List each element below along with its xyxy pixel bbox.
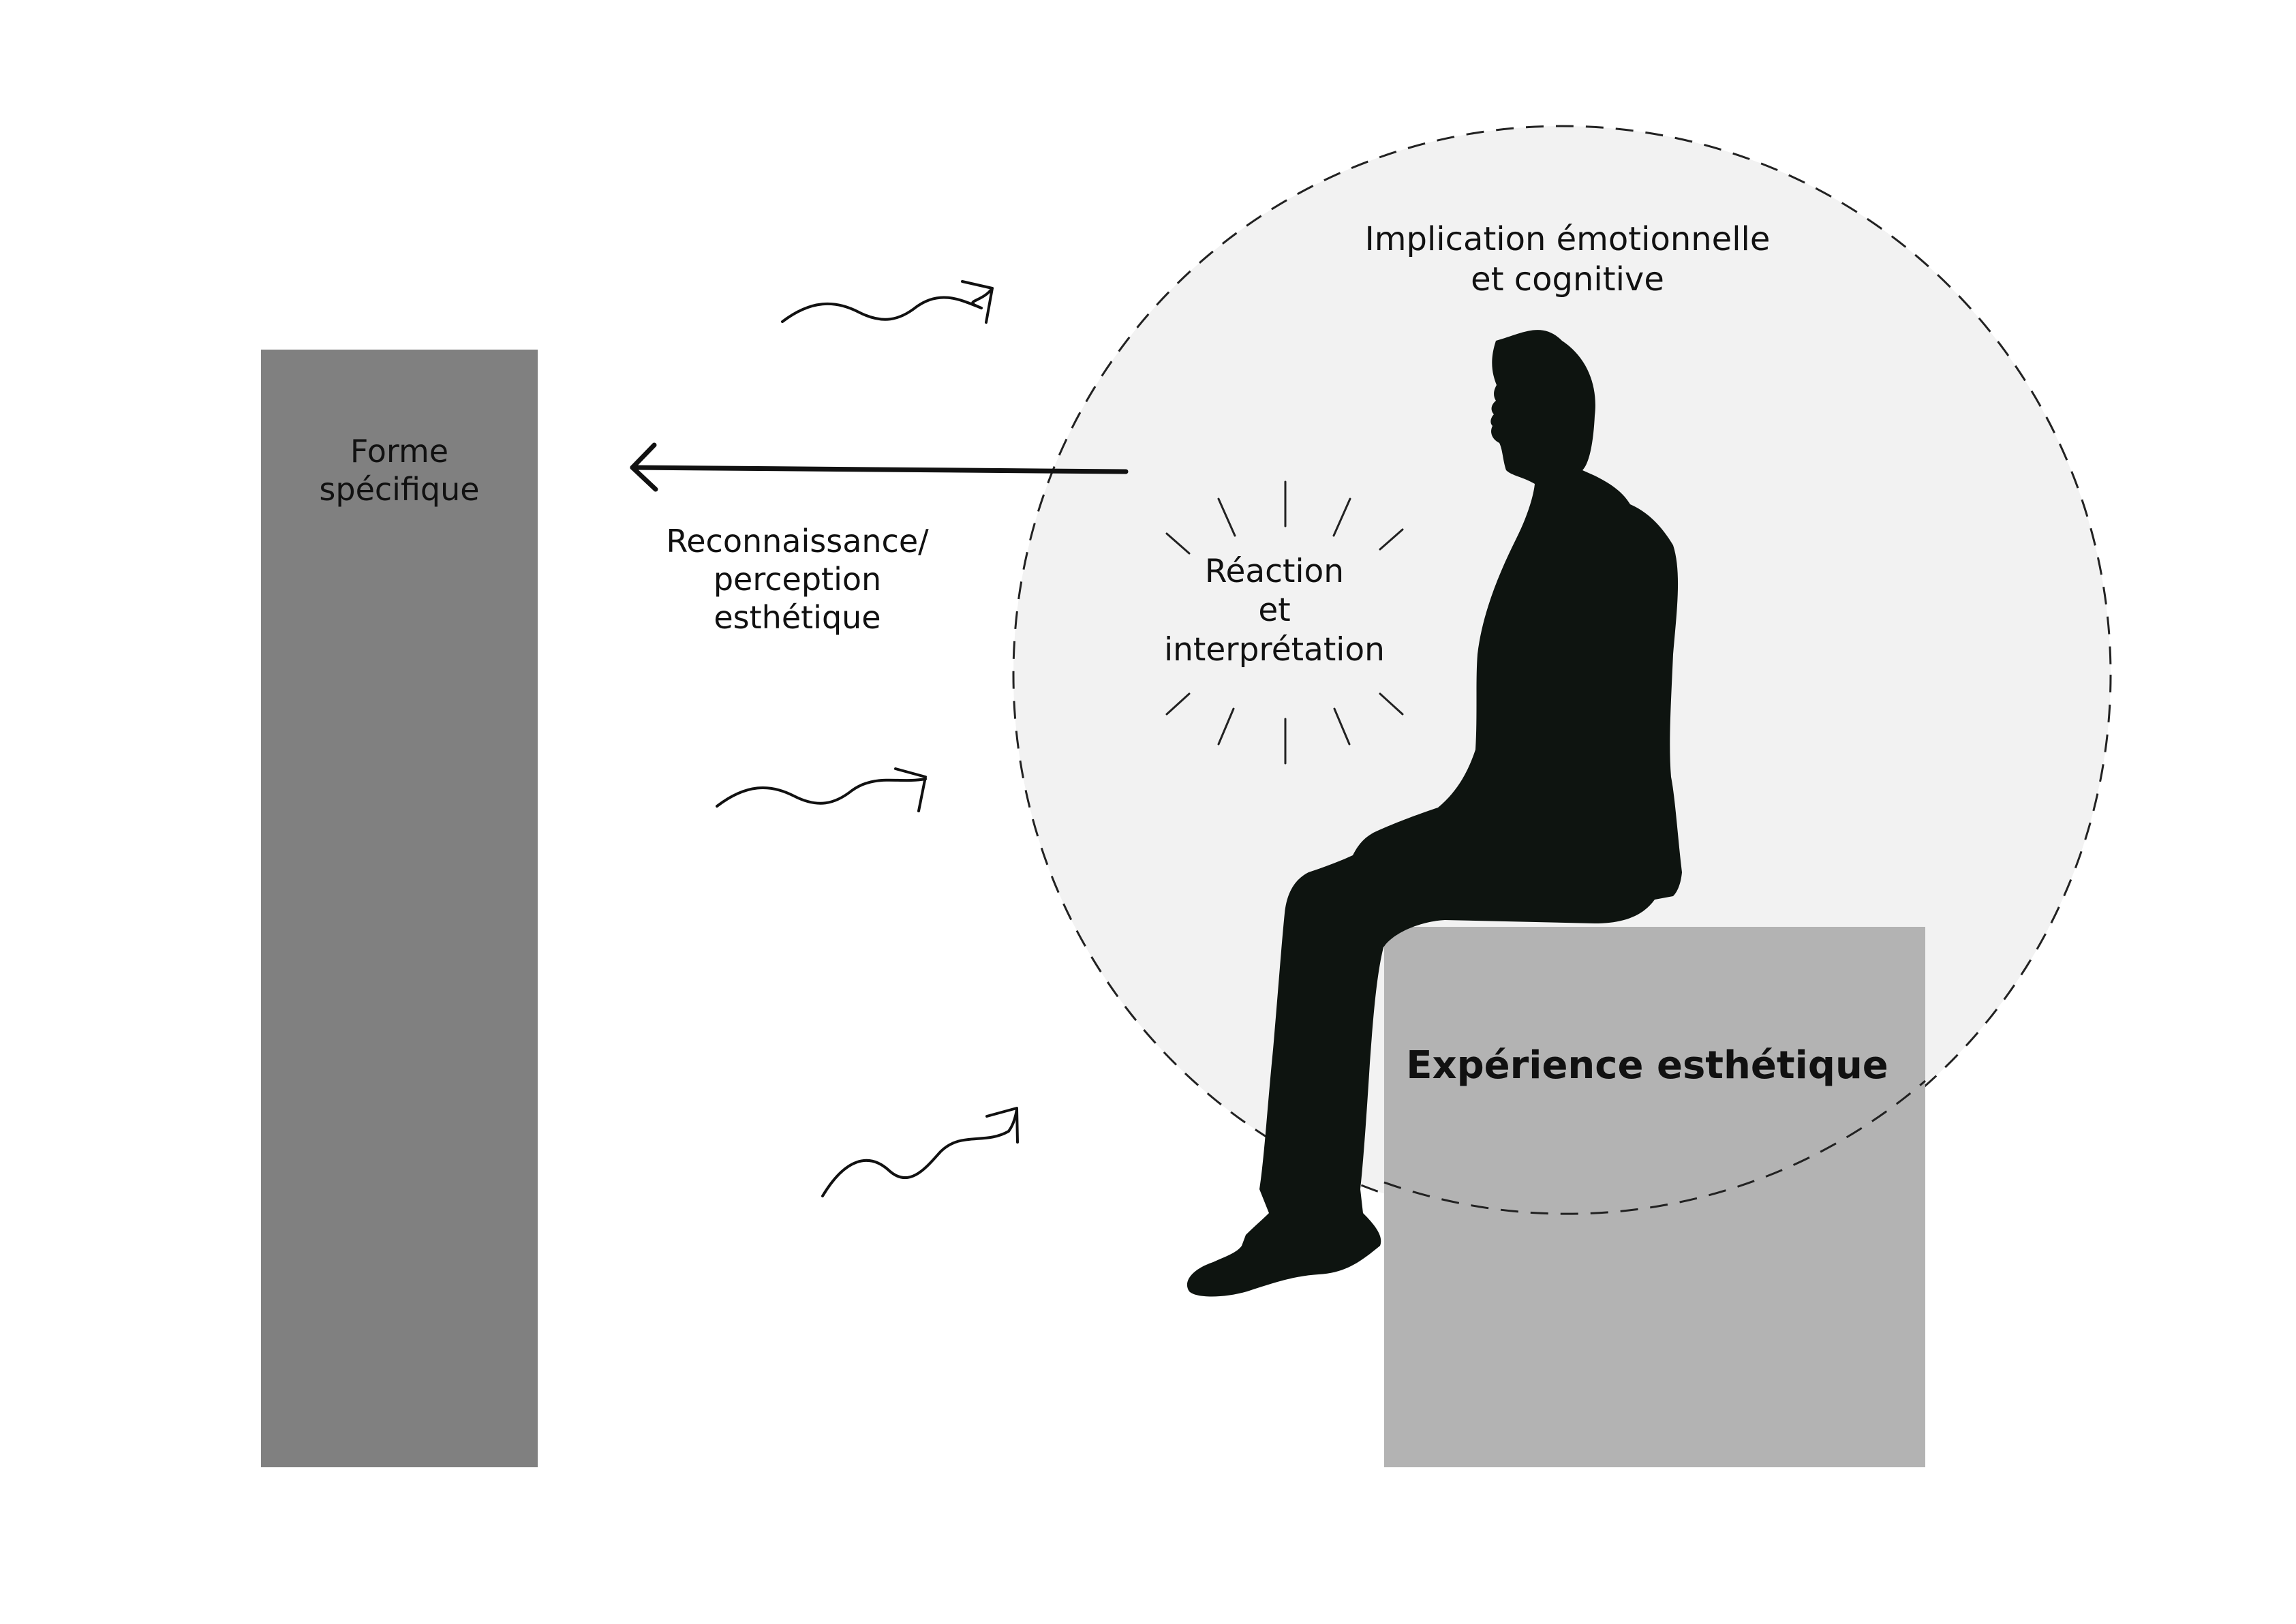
reconnaissance-label: Reconnaissance/ perception esthétique [593,522,1002,637]
reconnaissance-line-1: Reconnaissance/ [666,523,929,560]
forme-block [261,350,538,1467]
burst-rays-icon [1165,480,1404,765]
seated-person-silhouette-icon [1187,330,1682,1297]
forme-specifique-label: Forme spécifique [261,432,538,508]
experience-esthetique-label: Expérience esthétique [1377,1043,1918,1089]
reaction-line-3: interprétation [1164,630,1385,669]
experience-line: Expérience esthétique [1406,1043,1888,1088]
implication-label: Implication émotionnelle et cognitive [1295,219,1840,299]
reaction-line-2: et [1258,592,1291,630]
forme-label-line-2: spécifique [319,471,480,508]
reconnaissance-line-3: esthétique [714,599,881,637]
implication-line-2: et cognitive [1471,260,1664,298]
wavy-arrow-icon [716,767,927,812]
reaction-label: Réaction et interprétation [1118,552,1431,669]
wavy-arrow-icon [821,1107,1019,1197]
arrow-left-icon [630,442,1129,492]
wavy-arrow-icon [781,280,994,324]
circle-overlap-dash [1383,1079,1926,1215]
reaction-line-1: Réaction [1204,553,1345,590]
forme-label-line-1: Forme [350,433,449,470]
reconnaissance-line-2: perception [713,561,882,598]
implication-line-1: Implication émotionnelle [1364,220,1771,258]
experience-block [1384,927,1925,1467]
